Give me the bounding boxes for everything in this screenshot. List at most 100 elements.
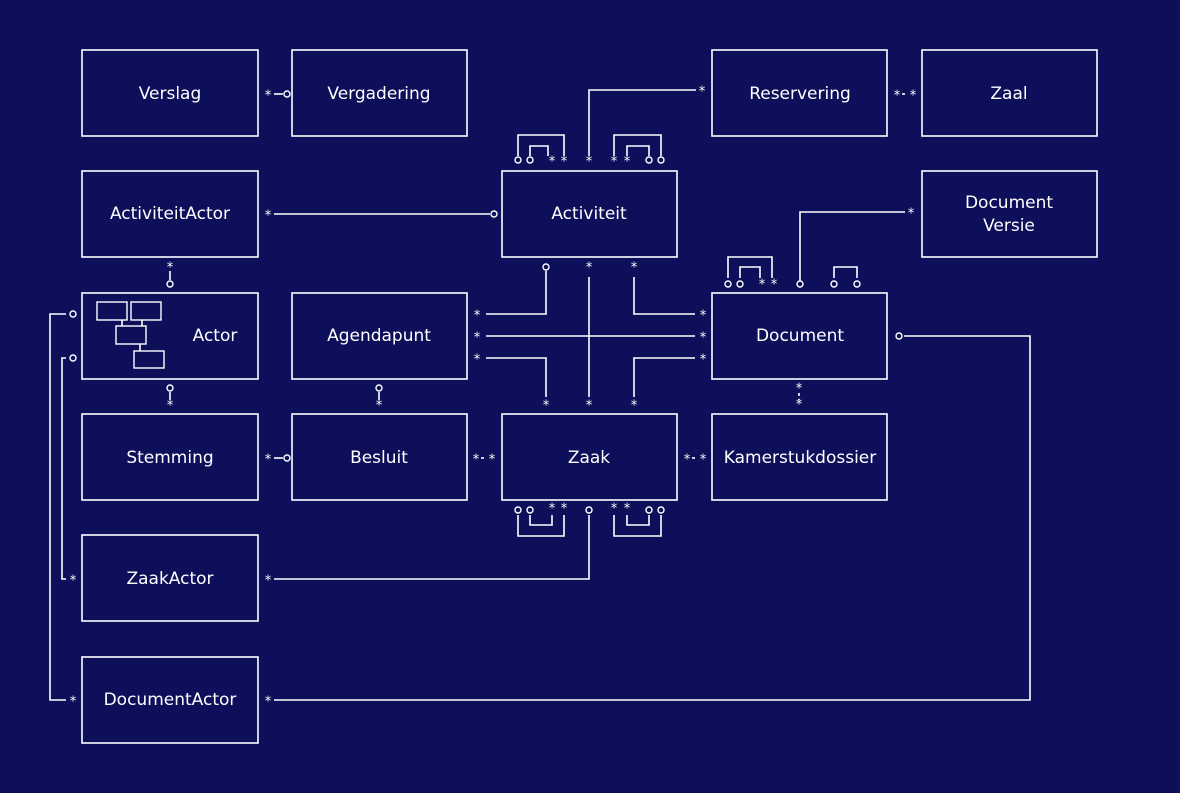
many-marker: *: [264, 574, 272, 589]
activiteit-document-link: [633, 277, 695, 315]
one-marker: [830, 280, 838, 288]
one-marker: [895, 332, 903, 340]
many-marker: *: [683, 453, 691, 468]
document-self-loop-1: [727, 256, 773, 278]
one-marker: [69, 310, 77, 318]
entity-reservering[interactable]: Reservering: [711, 49, 888, 137]
one-marker: [526, 506, 534, 514]
many-marker: *: [699, 453, 707, 468]
document-documentversie-link: [799, 211, 905, 281]
many-marker: *: [473, 331, 481, 346]
activiteit-agendapunt-link: [486, 271, 547, 315]
many-marker: *: [375, 399, 383, 414]
activiteit-self-loop-1: [517, 134, 565, 156]
many-marker: *: [795, 382, 803, 397]
entity-label: Agendapunt: [327, 326, 431, 346]
many-marker: *: [473, 353, 481, 368]
many-marker: *: [758, 278, 766, 293]
entity-label: Actor: [193, 326, 238, 346]
entity-label: Document: [756, 326, 844, 346]
many-marker: *: [893, 89, 901, 104]
many-marker: *: [472, 453, 480, 468]
many-marker: *: [548, 155, 556, 170]
one-marker: [283, 90, 291, 98]
one-marker: [724, 280, 732, 288]
many-marker: *: [264, 695, 272, 710]
many-marker: *: [907, 207, 915, 222]
many-marker: *: [770, 278, 778, 293]
entity-label: ActiviteitActor: [110, 204, 230, 224]
many-marker: *: [560, 155, 568, 170]
entity-label: Kamerstukdossier: [724, 448, 877, 468]
entity-documentversie[interactable]: Document Versie: [921, 170, 1098, 258]
entity-activiteit[interactable]: Activiteit: [501, 170, 678, 258]
many-marker: *: [909, 89, 917, 104]
entity-label: Zaak: [568, 448, 610, 468]
many-marker: *: [69, 574, 77, 589]
entity-besluit[interactable]: Besluit: [291, 413, 468, 501]
one-marker: [166, 280, 174, 288]
one-marker: [490, 210, 498, 218]
one-marker: [375, 384, 383, 392]
many-marker: *: [548, 502, 556, 517]
many-marker: *: [699, 309, 707, 324]
many-marker: *: [264, 89, 272, 104]
agendapunt-zaak-link: [486, 357, 547, 397]
entity-zaal[interactable]: Zaal: [921, 49, 1098, 137]
multiplicity-many-markers: * * * * * * * * * * * * * * * * * * * * …: [69, 85, 917, 710]
entity-label: DocumentActor: [104, 690, 237, 710]
many-marker: *: [699, 353, 707, 368]
entity-activiteitactor[interactable]: ActiviteitActor: [81, 170, 259, 258]
activiteit-reservering-link: [588, 89, 696, 156]
entity-label: Activiteit: [551, 204, 627, 224]
multiplicity-one-markers: [69, 90, 903, 514]
many-marker: *: [264, 209, 272, 224]
actor-documentactor-link: [49, 313, 66, 701]
many-marker: *: [630, 399, 638, 414]
document-self-loop-3: [833, 266, 858, 278]
one-marker: [514, 506, 522, 514]
zaak-self-loop-1: [517, 515, 565, 537]
one-marker: [166, 384, 174, 392]
entity-label: Besluit: [350, 448, 408, 468]
entity-documentactor[interactable]: DocumentActor: [81, 656, 259, 744]
one-marker: [853, 280, 861, 288]
entity-zaakactor[interactable]: ZaakActor: [81, 534, 259, 622]
one-marker: [736, 280, 744, 288]
many-marker: *: [610, 155, 618, 170]
document-self-loop-2: [739, 266, 761, 278]
entity-zaak[interactable]: Zaak: [501, 413, 678, 501]
one-marker: [585, 506, 593, 514]
entity-label-line-2: Versie: [983, 216, 1035, 236]
entity-label: Verslag: [139, 84, 202, 104]
entity-stemming[interactable]: Stemming: [81, 413, 259, 501]
many-marker: *: [585, 155, 593, 170]
one-marker: [283, 454, 291, 462]
entity-label: Vergadering: [327, 84, 430, 104]
one-marker: [796, 280, 804, 288]
one-marker: [645, 156, 653, 164]
many-marker: *: [585, 399, 593, 414]
one-marker: [542, 263, 550, 271]
many-marker: *: [264, 453, 272, 468]
entity-vergadering[interactable]: Vergadering: [291, 49, 468, 137]
entity-label: Reservering: [749, 84, 851, 104]
activiteit-self-loop-2: [529, 145, 549, 156]
many-marker: *: [795, 398, 803, 413]
entity-verslag[interactable]: Verslag: [81, 49, 259, 137]
one-marker: [657, 506, 665, 514]
actor-zaakactor-link: [61, 357, 66, 580]
many-marker: *: [699, 331, 707, 346]
one-marker: [514, 156, 522, 164]
many-marker: *: [166, 261, 174, 276]
activiteit-self-loop-4: [626, 145, 650, 156]
activiteit-self-loop-3: [613, 134, 662, 156]
zaak-zaakactor-link: [274, 515, 590, 580]
many-marker: *: [473, 309, 481, 324]
many-marker: *: [698, 85, 706, 100]
entity-agendapunt[interactable]: Agendapunt: [291, 292, 468, 380]
entity-actor[interactable]: Actor: [81, 292, 259, 380]
entity-document[interactable]: Document: [711, 292, 888, 380]
entity-kamerstukdossier[interactable]: Kamerstukdossier: [711, 413, 888, 501]
one-marker: [69, 354, 77, 362]
